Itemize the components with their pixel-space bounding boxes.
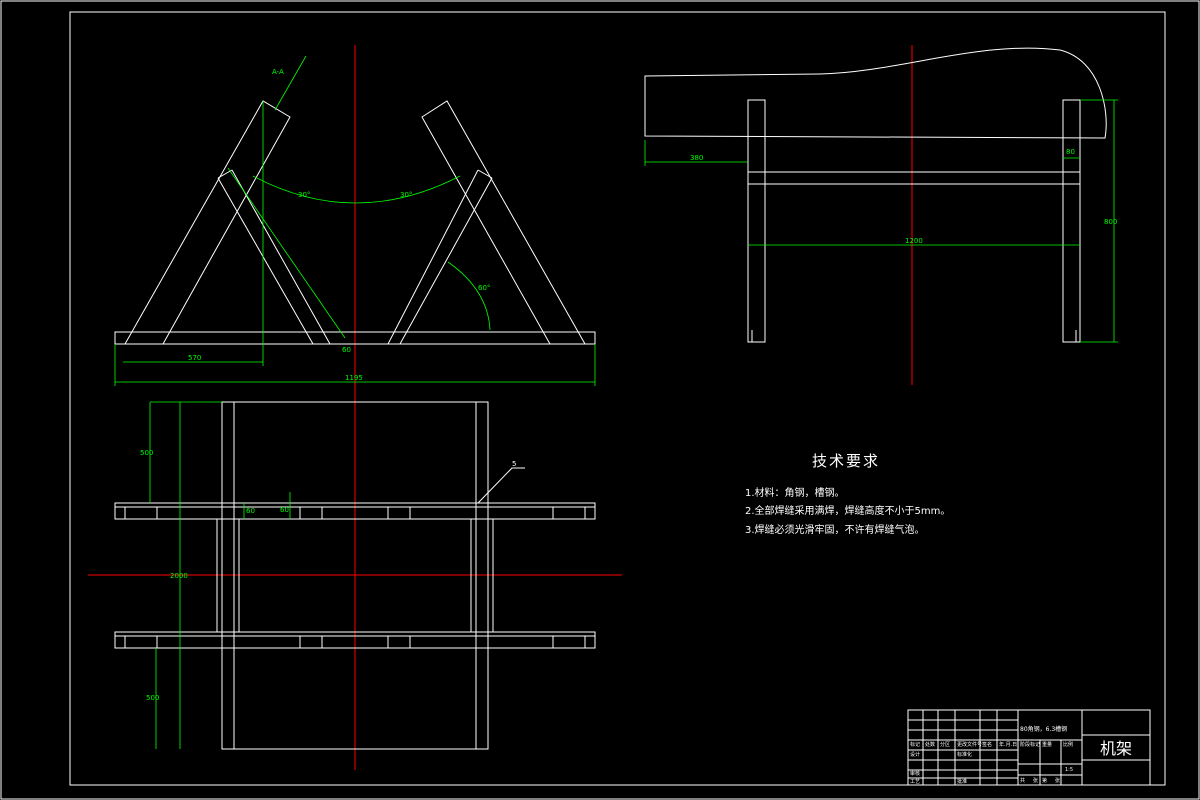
svg-text:工艺: 工艺 xyxy=(910,779,920,785)
tech-item-1: 1.材料：角钢，槽钢。 xyxy=(745,486,845,499)
weld-note: 5 xyxy=(512,460,516,468)
plan-left-rail xyxy=(221,401,235,750)
dim-plan-small-a: 60 xyxy=(246,507,255,515)
plan-channel-bottom xyxy=(114,631,596,649)
plan-channel-top xyxy=(114,502,596,520)
dim-angle-right: 30° xyxy=(400,191,412,199)
dim-leg-section: 60 xyxy=(342,346,351,354)
base-channel xyxy=(114,331,596,345)
drawing-title: 机架 xyxy=(1100,739,1132,758)
dim-side-flange: 80 xyxy=(1066,148,1075,156)
svg-text:签名: 签名 xyxy=(982,741,992,748)
right-leg-outer xyxy=(421,100,586,345)
side-right-post xyxy=(1062,99,1081,343)
dim-side-height: 800 xyxy=(1104,218,1117,226)
plan-right-rail xyxy=(475,401,489,750)
dim-side-overhang: 380 xyxy=(690,154,703,162)
tech-heading: 技术要求 xyxy=(812,452,880,470)
dim-side-span: 1200 xyxy=(905,237,923,245)
title-block: 标记 处数 分区 更改文件号 签名 年.月.日 设计 标准化 审核 工艺 批准 … xyxy=(907,709,1151,786)
drawing-frame xyxy=(69,11,1166,786)
dim-plan-top: 500 xyxy=(140,449,153,457)
side-beam xyxy=(747,171,1081,185)
svg-text:比例: 比例 xyxy=(1063,741,1073,748)
svg-text:处数: 处数 xyxy=(925,741,935,748)
svg-text:年.月.日: 年.月.日 xyxy=(999,741,1017,748)
dim-base-length: 1195 xyxy=(345,374,363,382)
svg-text:分区: 分区 xyxy=(940,741,950,748)
side-left-post xyxy=(747,99,766,343)
svg-text:共: 共 xyxy=(1020,777,1025,784)
svg-text:第: 第 xyxy=(1042,777,1047,784)
svg-text:批准: 批准 xyxy=(957,778,967,785)
scale-value: 1:5 xyxy=(1065,767,1073,773)
side-view: 380 80 1200 800 xyxy=(644,45,1118,385)
svg-text:设计: 设计 xyxy=(910,751,920,758)
svg-text:张: 张 xyxy=(1033,777,1038,784)
svg-text:重量: 重量 xyxy=(1042,741,1052,748)
right-brace-a xyxy=(399,177,493,345)
front-view: 570 1195 60 30° 30° 60° A-A xyxy=(114,45,596,770)
tech-item-3: 3.焊缝必须光滑牢固，不许有焊缝气泡。 xyxy=(745,523,925,536)
svg-text:标准化: 标准化 xyxy=(957,751,972,758)
dim-leg-angle: 60° xyxy=(478,284,490,292)
technical-requirements: 技术要求 1.材料：角钢，槽钢。 2.全部焊缝采用满焊，焊缝高度不小于5mm。 … xyxy=(745,452,950,536)
dim-arc-angle xyxy=(252,175,461,204)
dim-angle-left: 30° xyxy=(298,191,310,199)
svg-text:标记: 标记 xyxy=(910,741,920,748)
section-leader-label: A-A xyxy=(272,68,284,76)
dim-base-offset: 570 xyxy=(188,354,201,362)
dim-plan-total: 2000 xyxy=(170,572,188,580)
dim-arc-leg xyxy=(447,261,491,331)
plan-view: 500 2000 500 60 60 5 xyxy=(88,401,622,750)
svg-text:张: 张 xyxy=(1055,777,1060,784)
dim-plan-small-b: 60 xyxy=(280,506,289,514)
dim-plan-bottom: 500 xyxy=(146,694,159,702)
left-brace-b xyxy=(231,169,331,345)
side-load-profile xyxy=(644,47,1107,139)
right-brace-b xyxy=(387,169,479,345)
material-note: 80角钢，6.3槽钢 xyxy=(1020,725,1067,733)
left-brace-a xyxy=(217,177,314,345)
svg-text:更改文件号: 更改文件号 xyxy=(957,741,982,748)
svg-text:审核: 审核 xyxy=(910,770,920,777)
left-leg-outer xyxy=(124,100,291,345)
svg-text:阶段标记: 阶段标记 xyxy=(1020,741,1040,748)
tech-item-2: 2.全部焊缝采用满焊，焊缝高度不小于5mm。 xyxy=(745,504,950,517)
